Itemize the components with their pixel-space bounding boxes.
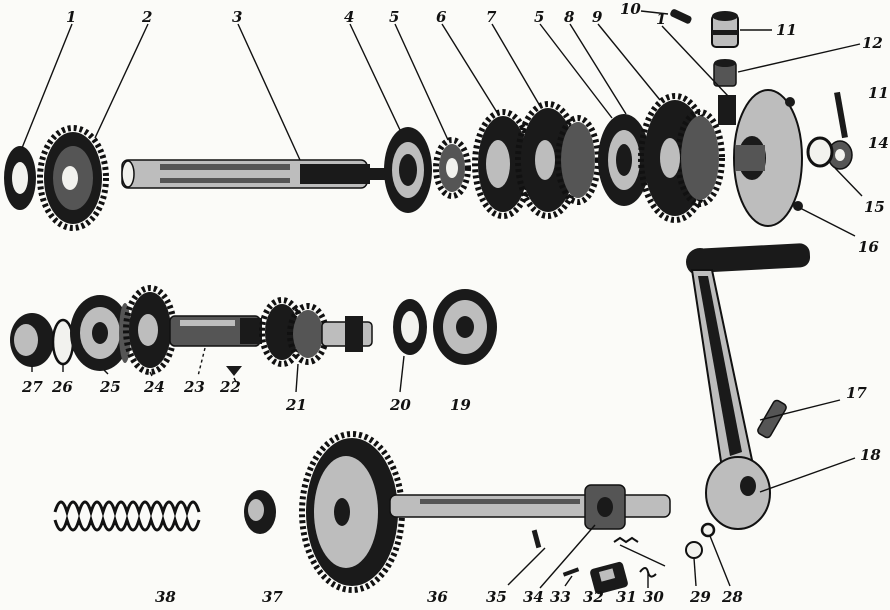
- part-20-ring: [393, 299, 427, 355]
- callout-4: 4: [344, 8, 354, 26]
- part-35-pin: [531, 529, 542, 549]
- part-9-large-gear: [638, 93, 725, 223]
- part-17-pedal-pin: [757, 399, 787, 439]
- part-21-gear-cluster: [259, 297, 373, 367]
- part-3-main-shaft: [121, 159, 390, 189]
- callout-5b: 5: [534, 8, 544, 26]
- callout-labels: 1 2 3 4 5 6 7 5 8 9 10 1 11 12 11 14 15 …: [21, 0, 889, 606]
- callout-1: 1: [66, 8, 76, 26]
- callout-29: 29: [689, 588, 711, 606]
- callout-34: 34: [523, 588, 544, 606]
- callout-1b: 1: [656, 10, 666, 28]
- part-15-washer: [806, 136, 834, 168]
- part-29-washer: [685, 541, 703, 559]
- callout-19: 19: [450, 396, 471, 414]
- part-24-gear: [123, 285, 177, 375]
- callout-27: 27: [21, 378, 43, 396]
- callout-15: 15: [864, 198, 885, 216]
- callout-26: 26: [51, 378, 73, 396]
- callout-6: 6: [436, 8, 447, 26]
- callout-22: 22: [219, 378, 241, 396]
- callout-5a: 5: [389, 8, 399, 26]
- callout-30: 30: [643, 588, 664, 606]
- callout-24: 24: [143, 378, 165, 396]
- callout-38: 38: [155, 588, 176, 606]
- part-28-nut: [700, 522, 716, 538]
- part-37-bushing: [244, 490, 276, 534]
- part-33-pin: [562, 567, 580, 577]
- part-6-gear: [472, 109, 534, 219]
- callout-2: 2: [141, 8, 152, 26]
- callout-33: 33: [550, 588, 571, 606]
- part-1-cover-plate: [718, 89, 803, 227]
- callout-3: 3: [232, 8, 242, 26]
- callout-35: 35: [486, 588, 507, 606]
- callout-25: 25: [99, 378, 121, 396]
- part-22-key: [226, 366, 242, 376]
- part-4-splined-ring: [384, 127, 432, 213]
- part-8-ring: [598, 114, 650, 206]
- callout-11b: 11: [868, 84, 889, 102]
- part-38-spring: [53, 500, 201, 532]
- callout-36: 36: [427, 588, 448, 606]
- callout-11: 11: [776, 21, 797, 39]
- callout-17: 17: [846, 384, 867, 402]
- part-32-block: [590, 561, 628, 595]
- callout-12: 12: [862, 34, 883, 52]
- part-1-bearing-ring: [4, 146, 36, 210]
- part-10-bolt: [670, 9, 692, 24]
- callout-21: 21: [285, 396, 307, 414]
- callout-28: 28: [721, 588, 743, 606]
- callout-23: 23: [183, 378, 205, 396]
- callout-18: 18: [860, 446, 881, 464]
- part-25-bearing: [70, 295, 131, 371]
- callout-37: 37: [262, 588, 283, 606]
- callout-32: 32: [583, 588, 604, 606]
- part-14-nut: [827, 140, 853, 170]
- leader-lines: [21, 10, 863, 589]
- callout-9: 9: [592, 8, 603, 26]
- callout-8: 8: [564, 8, 575, 26]
- part-11-bushing: [711, 11, 739, 48]
- callout-16: 16: [858, 238, 879, 256]
- part-19-bearing: [433, 289, 497, 365]
- part-26-ring: [51, 318, 75, 366]
- callout-14: 14: [868, 134, 889, 152]
- part-18-kickstart-lever: [686, 243, 811, 530]
- callout-7: 7: [486, 8, 497, 26]
- callout-10: 10: [620, 0, 641, 18]
- callout-20: 20: [389, 396, 411, 414]
- part-12-plug: [713, 59, 737, 87]
- part-7-double-gear: [515, 101, 601, 219]
- part-5-small-gear: [433, 137, 471, 199]
- part-27-bushing: [10, 313, 54, 367]
- callout-31: 31: [616, 588, 637, 606]
- part-34-clamp: [584, 484, 626, 530]
- part-11-pin: [834, 91, 848, 139]
- part-30-spring: [613, 536, 639, 544]
- part-2-gear: [37, 125, 109, 231]
- part-23-countershaft: [169, 315, 262, 347]
